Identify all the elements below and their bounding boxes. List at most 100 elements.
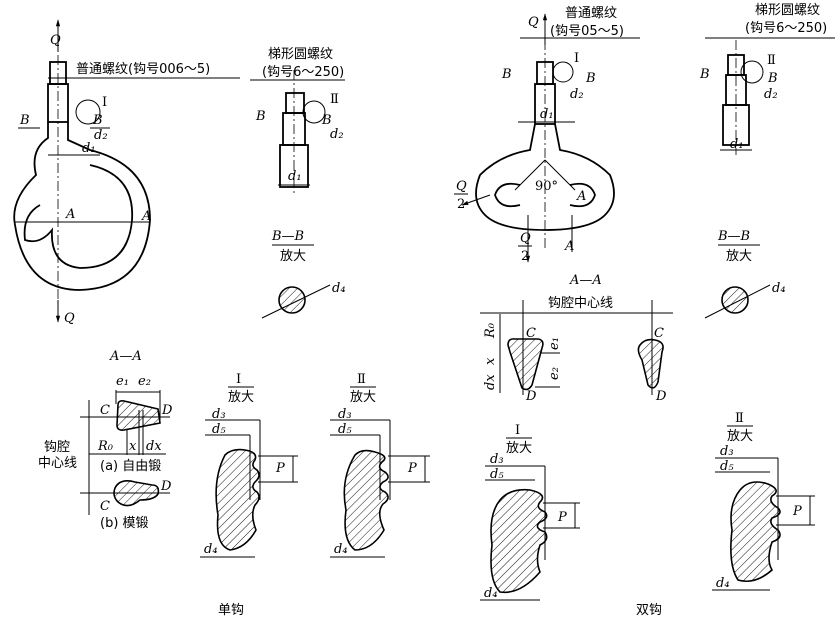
detail-1-d3: d₃ <box>212 407 226 422</box>
trap-d1: d₁ <box>288 169 302 184</box>
dh-half-load-bottom-den: 2 <box>521 249 529 264</box>
load-label-bottom: Q <box>64 311 75 326</box>
dh-section-bb-enlarged: 放大 <box>726 249 752 264</box>
trap-note-2: (钩号6～250) <box>262 65 344 80</box>
dh-a-bottom: A <box>564 239 574 254</box>
cavity-line-label-2: 中心线 <box>38 456 77 471</box>
dh-detail-1-enlarged: 放大 <box>506 441 532 456</box>
dh-angle: 90° <box>535 179 558 194</box>
hook-outer <box>13 122 151 291</box>
dh-dx: dx <box>483 374 498 390</box>
dh-e1: e₁ <box>547 337 562 350</box>
dh-trap-note-2: (钩号6～250) <box>745 21 827 36</box>
dh-b-right: B <box>585 71 596 86</box>
hook-inner <box>23 164 134 269</box>
detail-2-d4: d₄ <box>334 542 348 557</box>
section-bb-d4: d₄ <box>332 281 346 296</box>
dh-detail-2-p: P <box>792 504 802 519</box>
dh-e2: e₂ <box>547 367 562 380</box>
single-hook-drawing: Q 普通螺纹(钩号006～5) Q B B Ⅰ d₂ d₁ A A <box>13 19 240 326</box>
load-label: Q <box>50 33 61 48</box>
dh-load-label: Q <box>528 15 539 30</box>
single-section-aa: A—A e₁ e₂ C D R₀ x dx 钩腔 中心线 (a) 自由锻 C D… <box>38 349 173 531</box>
dh-trap-d2: d₂ <box>764 87 778 102</box>
dh-d-label: D <box>525 389 537 404</box>
dh-cavity-line: 钩腔中心线 <box>548 296 613 311</box>
single-detail-1: Ⅰ 放大 d₃ d₅ P d₄ <box>200 372 298 558</box>
dx-label: dx <box>146 439 162 454</box>
dh-d2: d₂ <box>570 87 584 102</box>
double-hook-drawing: 普通螺纹 (钩号05～5) Q Ⅰ B B d₂ d₁ 90° A Q 2 Q … <box>454 6 640 264</box>
section-a-right: A <box>141 209 151 224</box>
dh-detail-1-d3: d₃ <box>490 452 504 467</box>
aa-title: A—A <box>109 349 142 364</box>
r0-label: R₀ <box>97 439 114 454</box>
dh-a-right: A <box>576 189 586 204</box>
section-a-left: A <box>65 207 75 222</box>
single-hook-caption: 单钩 <box>218 603 244 618</box>
single-trap-shank: 梯形圆螺纹 (钩号6～250) Ⅱ B B d₂ d₁ B—B 放大 d₄ <box>250 47 346 319</box>
dh-trap-b-left: B <box>699 67 710 82</box>
trap-d2: d₂ <box>330 127 344 142</box>
c-label-b: C <box>100 499 110 514</box>
detail-2-d5: d₅ <box>338 422 352 437</box>
detail-circle-1 <box>75 99 101 125</box>
dh-section-bb-d4: d₄ <box>772 281 786 296</box>
detail-mark-2: Ⅱ <box>330 92 339 107</box>
section-bb-title: B—B <box>271 229 304 244</box>
dh-trap-note-1: 梯形圆螺纹 <box>755 3 820 18</box>
dh-thread-note-1: 普通螺纹 <box>565 6 617 21</box>
detail-2-enlarged: 放大 <box>350 390 376 405</box>
dh-detail-2-d3: d₃ <box>720 444 734 459</box>
dh-trap-d1: d₁ <box>730 137 744 152</box>
trap-b-right: B <box>321 113 332 128</box>
section-bb-enlarged: 放大 <box>280 249 306 264</box>
single-detail-2: Ⅱ 放大 d₃ d₅ P d₄ <box>330 372 430 558</box>
c-label: C <box>100 403 110 418</box>
dh-detail-2-d5: d₅ <box>720 459 734 474</box>
d1-label: d₁ <box>82 141 96 156</box>
dh-trap-b-right: B <box>767 71 778 86</box>
e2-label: e₂ <box>138 374 151 389</box>
section-b-right: B <box>92 113 103 128</box>
section-bb-circle <box>278 286 306 314</box>
dh-section-die <box>637 338 664 389</box>
x-label: x <box>129 439 137 454</box>
section-b-left: B <box>19 113 30 128</box>
detail-1-p: P <box>275 461 285 476</box>
cavity-line-label-1: 钩腔 <box>44 440 70 455</box>
dh-detail-1-d5: d₅ <box>490 467 504 482</box>
double-detail-2: Ⅱ 放大 d₃ d₅ P d₄ <box>712 411 815 591</box>
dh-section-free <box>507 338 544 391</box>
dh-c-label: C <box>526 326 536 341</box>
detail-2-d3: d₃ <box>338 407 352 422</box>
ramshorn-body <box>475 123 615 231</box>
detail-1-title: Ⅰ <box>236 372 241 387</box>
dh-half-load-bottom-num: Q <box>520 231 531 246</box>
dh-detail-mark-2: Ⅱ <box>767 53 776 68</box>
dh-half-load-left-num: Q <box>456 179 467 194</box>
trap-note-1: 梯形圆螺纹 <box>268 47 333 62</box>
d-label-b: D <box>160 479 172 494</box>
detail-1-d5: d₅ <box>212 422 226 437</box>
free-forging-caption: (a) 自由锻 <box>100 459 161 474</box>
detail-1-enlarged: 放大 <box>228 390 254 405</box>
dh-detail-1-p: P <box>557 510 567 525</box>
die-forging-section <box>113 480 160 507</box>
double-hook-caption: 双钩 <box>636 603 662 618</box>
detail-1-d4: d₄ <box>204 542 218 557</box>
d2-label: d₂ <box>94 128 108 143</box>
dh-d-label-b: D <box>655 389 667 404</box>
dh-c-label-b: C <box>654 326 664 341</box>
detail-mark-1: Ⅰ <box>102 95 107 110</box>
detail-2-p: P <box>407 461 417 476</box>
dh-detail-mark-1: Ⅰ <box>574 51 579 66</box>
double-section-aa: A—A 钩腔中心线 C D R₀ x dx e₁ e₂ C D <box>480 273 673 404</box>
dh-r0: R₀ <box>483 322 498 339</box>
dh-detail-2-d4: d₄ <box>716 576 730 591</box>
dh-detail-1-d4: d₄ <box>484 586 498 601</box>
dh-d1: d₁ <box>540 107 554 122</box>
d-label: D <box>161 403 173 418</box>
